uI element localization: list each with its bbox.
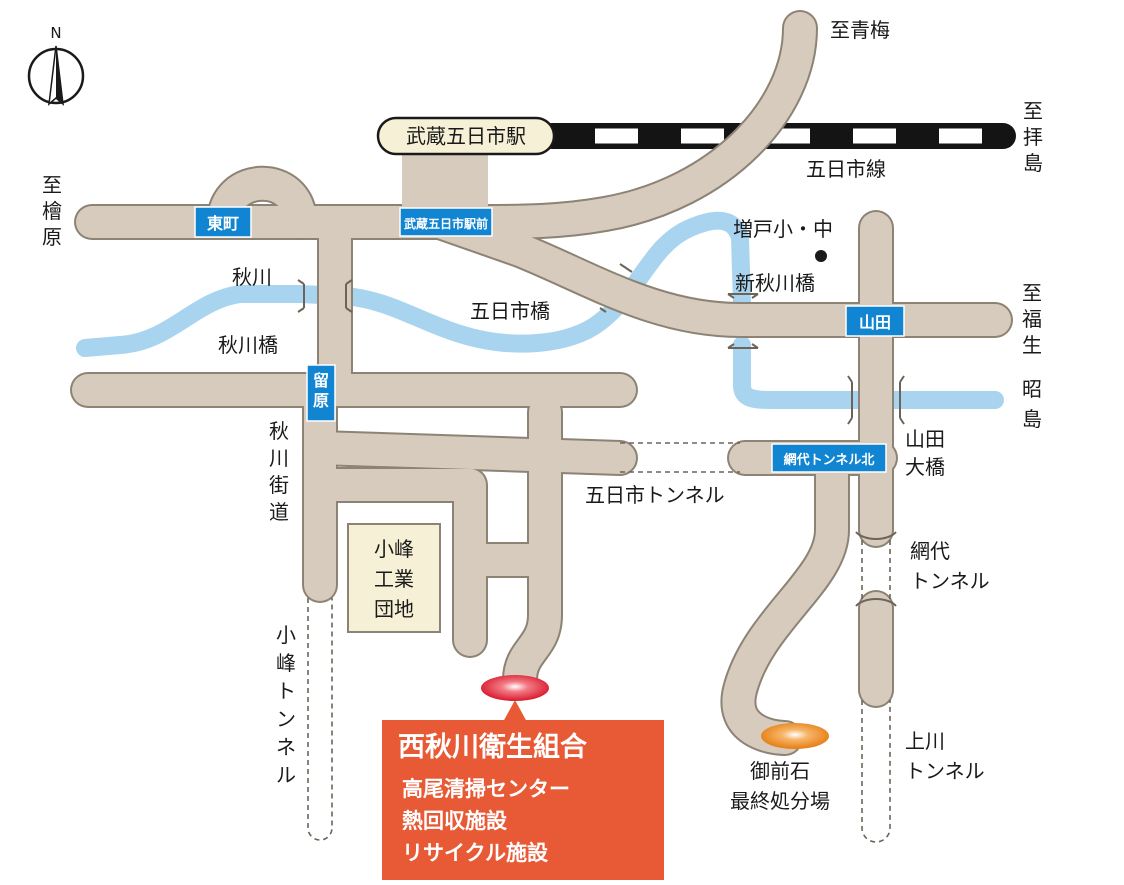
school-marker-icon bbox=[815, 250, 827, 262]
svg-text:網代トンネル北: 網代トンネル北 bbox=[784, 452, 875, 468]
tunnel-amishiro-label: 網代トンネル bbox=[910, 539, 990, 593]
svg-text:武蔵五日市駅前: 武蔵五日市駅前 bbox=[404, 216, 488, 231]
facility-line-2: 熱回収施設 bbox=[402, 809, 508, 833]
compass: N bbox=[27, 24, 85, 106]
intersection-tag-yamada[interactable]: 山田 bbox=[845, 305, 905, 337]
dest-akishima-label: 昭島 bbox=[1022, 377, 1042, 431]
industrial-park[interactable]: 小峰工業団地 bbox=[347, 523, 441, 633]
facility-line-3: リサイクル施設 bbox=[402, 841, 549, 865]
bridge-shin-akigawa-label: 新秋川橋 bbox=[735, 271, 815, 295]
facility-line-1: 高尾清掃センター bbox=[402, 777, 570, 801]
dest-fussa-label: 至福生 bbox=[1022, 281, 1042, 357]
intersection-tag-higashimachi[interactable]: 東町 bbox=[194, 206, 252, 238]
bridge-marks bbox=[297, 263, 905, 425]
school-label: 増戸小・中 bbox=[733, 217, 833, 241]
tunnel-komine-label: 小峰トンネル bbox=[276, 623, 296, 787]
bridge-yamada-label: 山田大橋 bbox=[905, 427, 945, 479]
svg-text:山田: 山田 bbox=[859, 313, 891, 332]
tunnel-portals bbox=[855, 531, 897, 607]
railway-name-label: 五日市線 bbox=[806, 157, 886, 181]
river-akigawa-label: 秋川 bbox=[232, 265, 272, 289]
dest-hinohara-label: 至檜原 bbox=[42, 173, 62, 249]
river-akigawa bbox=[76, 211, 1004, 409]
intersection-tag-amishiro-north[interactable]: 網代トンネル北 bbox=[771, 443, 887, 473]
gozenishi-label: 御前石最終処分場 bbox=[730, 759, 830, 813]
bridge-akigawa-label: 秋川橋 bbox=[218, 333, 278, 357]
dest-ome-label: 至青梅 bbox=[830, 18, 890, 42]
road-fill bbox=[72, 12, 1011, 754]
facility-callout[interactable]: 西秋川衛生組合 高尾清掃センター 熱回収施設 リサイクル施設 bbox=[382, 700, 664, 880]
facility-marker-icon[interactable] bbox=[481, 675, 549, 701]
station-name: 武蔵五日市駅 bbox=[406, 124, 526, 148]
tunnel-lines bbox=[307, 442, 891, 843]
compass-north-label: N bbox=[50, 24, 61, 42]
svg-text:東町: 東町 bbox=[207, 214, 239, 233]
bridge-itsukaichi-label: 五日市橋 bbox=[470, 299, 550, 323]
station-label[interactable]: 武蔵五日市駅 bbox=[376, 116, 556, 156]
dest-haijima-label: 至拝島 bbox=[1023, 99, 1043, 175]
intersection-tag-ekimae[interactable]: 武蔵五日市駅前 bbox=[399, 207, 493, 237]
road-akigawa-kaido-label: 秋川街道 bbox=[269, 419, 289, 524]
tomebara-tag-text: 留原 bbox=[313, 371, 329, 410]
facility-name: 西秋川衛生組合 bbox=[398, 731, 587, 763]
intersection-tag-tomebara[interactable]: 留原 bbox=[306, 364, 336, 422]
industrial-park-label: 小峰工業団地 bbox=[374, 537, 414, 621]
tunnel-itsukaichi-label: 五日市トンネル bbox=[585, 483, 725, 507]
tunnel-kamikawa-label: 上川トンネル bbox=[905, 729, 985, 783]
gozenishi-marker-icon[interactable] bbox=[761, 723, 829, 749]
